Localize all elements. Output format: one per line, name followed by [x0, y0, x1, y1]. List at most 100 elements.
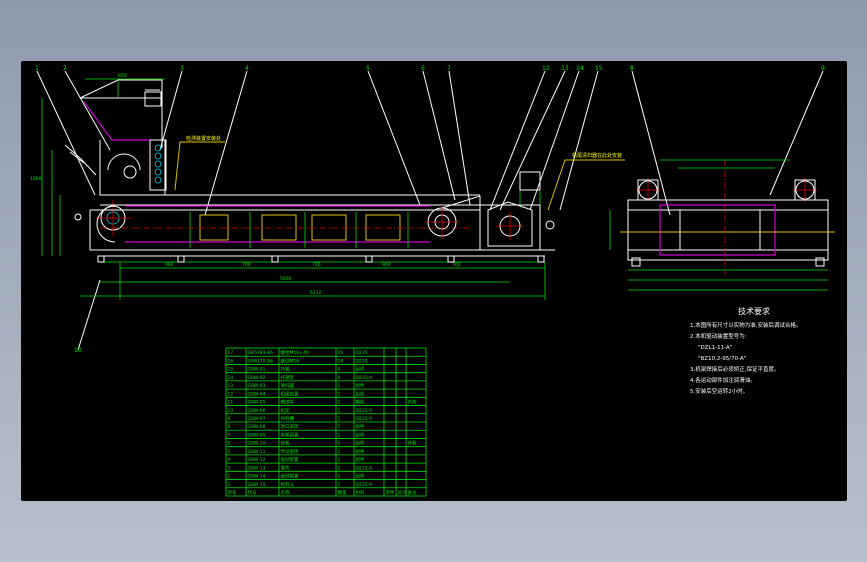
- bom-cell: 橡胶: [356, 399, 365, 406]
- balloon-15: 15: [595, 65, 603, 72]
- bom-cell: Q235: [356, 358, 368, 364]
- conveyor-frame: [89, 194, 555, 263]
- bom-cell: Q235-A: [356, 416, 374, 422]
- bom-cell: 17: [228, 350, 234, 356]
- frame-feet: [97, 255, 545, 263]
- balloon-14: 14: [576, 65, 584, 72]
- bom-cell: Q235-A: [356, 408, 374, 414]
- annotations: 检测装置安装处 机尾清扫器在此处安装: [174, 135, 625, 211]
- bom-cell: 1: [228, 482, 231, 488]
- bom-cell: 7: [228, 432, 231, 438]
- bom-cell: 11: [228, 400, 234, 406]
- bom-cell: 组件: [356, 382, 365, 389]
- bom-cell: Q235-A: [356, 465, 374, 471]
- bom-cell: 破碎装置: [281, 473, 299, 480]
- tech-note-2: 2.本机驱动装置型号为:: [690, 332, 747, 340]
- bom-header-cell: 代号: [248, 489, 257, 496]
- bom-cell: GBW-11: [248, 449, 266, 455]
- bom-cell: 3: [228, 465, 231, 471]
- leader-lines: [36, 70, 824, 351]
- bom-cell: GBW-10: [248, 441, 266, 447]
- bom-cell: 传动滚筒: [281, 448, 299, 455]
- tech-note-1: 1.本图所有尺寸以实物为准,安装后调试合格。: [690, 321, 802, 329]
- bom-cell: 给料斗: [281, 481, 295, 488]
- tail-pulley: [425, 195, 481, 250]
- tech-note-3: "DZL1-11-A": [698, 345, 732, 351]
- bom-cell: 链板: [281, 440, 290, 447]
- bom-cell: 10: [228, 408, 234, 414]
- bom-cell: 8: [228, 424, 231, 430]
- bom-cell: GBW-12: [248, 457, 266, 463]
- tech-note-4: "BZ10.2-95/70-A": [698, 356, 746, 362]
- front-view[interactable]: 650 1260 960 760 760 960 760 5600 6210 检…: [30, 73, 625, 300]
- bom-cell: 9: [228, 416, 231, 422]
- bom-cell: 1: [338, 482, 341, 488]
- bom-cell: 组件: [356, 473, 365, 480]
- balloon-9: 9: [821, 65, 825, 72]
- balloon-13: 13: [561, 65, 569, 72]
- bom-cell: 组件: [356, 366, 365, 373]
- bom-header-cell: 总计: [398, 489, 407, 496]
- bom-cell: 组件: [356, 456, 365, 463]
- dim-pitch-4: 960: [382, 262, 391, 268]
- front-dimensions: 650 1260 960 760 760 960 760 5600 6210: [30, 73, 546, 300]
- annotation-detector: 检测装置安装处: [186, 135, 221, 142]
- bom-cell: GBW-13: [248, 465, 266, 471]
- side-view[interactable]: [609, 159, 835, 291]
- bom-cell: 改向滚筒: [281, 423, 299, 430]
- bom-cell: GBW-08: [248, 424, 266, 430]
- bom-cell: GBW-09: [248, 432, 266, 438]
- bom-cell: 16: [228, 358, 234, 364]
- balloon-6: 6: [421, 65, 425, 72]
- bom-cell: 16: [338, 350, 344, 356]
- bom-cell: Q235-A: [356, 482, 374, 488]
- idler-sections: [100, 212, 470, 248]
- bom-header-cell: 单件: [386, 489, 395, 496]
- bom-cell: 导料槽: [281, 415, 295, 422]
- bom-cell: 1: [338, 400, 341, 406]
- bom-cell: GBW-07: [248, 416, 266, 422]
- bom-cell: Q235-A: [356, 375, 374, 381]
- bom-cell: 2: [228, 474, 231, 480]
- balloon-1: 1: [35, 65, 39, 72]
- bom-cell: 托辊架: [281, 374, 295, 381]
- annotation-cleaner: 机尾清扫器在此处安装: [572, 152, 622, 159]
- bom-cell: 1: [338, 424, 341, 430]
- bom-cell: 1: [338, 432, 341, 438]
- bom-cell: 组件: [356, 448, 365, 455]
- balloon-2: 2: [63, 65, 67, 72]
- bom-cell: GBW-15: [248, 482, 266, 488]
- bom-cell: 外购: [408, 399, 417, 406]
- balloon-12: 12: [542, 65, 550, 72]
- bom-cell: 组件: [356, 431, 365, 438]
- balloon-7: 7: [447, 65, 451, 72]
- bom-cell: 机尾装置: [281, 390, 299, 397]
- bom-header-cell: 材料: [356, 489, 365, 496]
- bom-cell: 组件: [356, 390, 365, 397]
- discharge-box: [479, 171, 555, 251]
- bom-cell: 1: [338, 391, 341, 397]
- technical-requirements: 技术要求 1.本图所有尺寸以实物为准,安装后调试合格。 2.本机驱动装置型号为:…: [690, 306, 802, 395]
- dim-pitch-5: 760: [452, 262, 461, 268]
- balloon-10: 10: [74, 347, 82, 354]
- bom-cell: 4: [338, 375, 341, 381]
- bom-cell: 机架: [281, 407, 290, 414]
- bom-header-cell: 序号: [228, 489, 237, 496]
- bom-cell: 清扫器: [281, 382, 295, 389]
- dim-overall-lower: 6210: [310, 290, 322, 296]
- bom-cell: 4: [228, 457, 231, 463]
- balloon-8: 8: [630, 65, 634, 72]
- dim-pitch-2: 760: [242, 262, 251, 268]
- bom-cell: GBW-05: [248, 400, 266, 406]
- bom-cell: 6: [228, 441, 231, 447]
- balloon-5: 5: [366, 65, 370, 72]
- bom-cell: 1: [338, 449, 341, 455]
- bom-cell: 组件: [356, 440, 365, 447]
- bom-cell: 螺栓M16×40: [281, 349, 309, 356]
- bom-header-cell: 名称: [281, 489, 290, 496]
- bom-cell: 罩壳: [281, 464, 290, 471]
- bom-header-cell: 数量: [338, 489, 347, 496]
- bom-cell: 1: [338, 416, 341, 422]
